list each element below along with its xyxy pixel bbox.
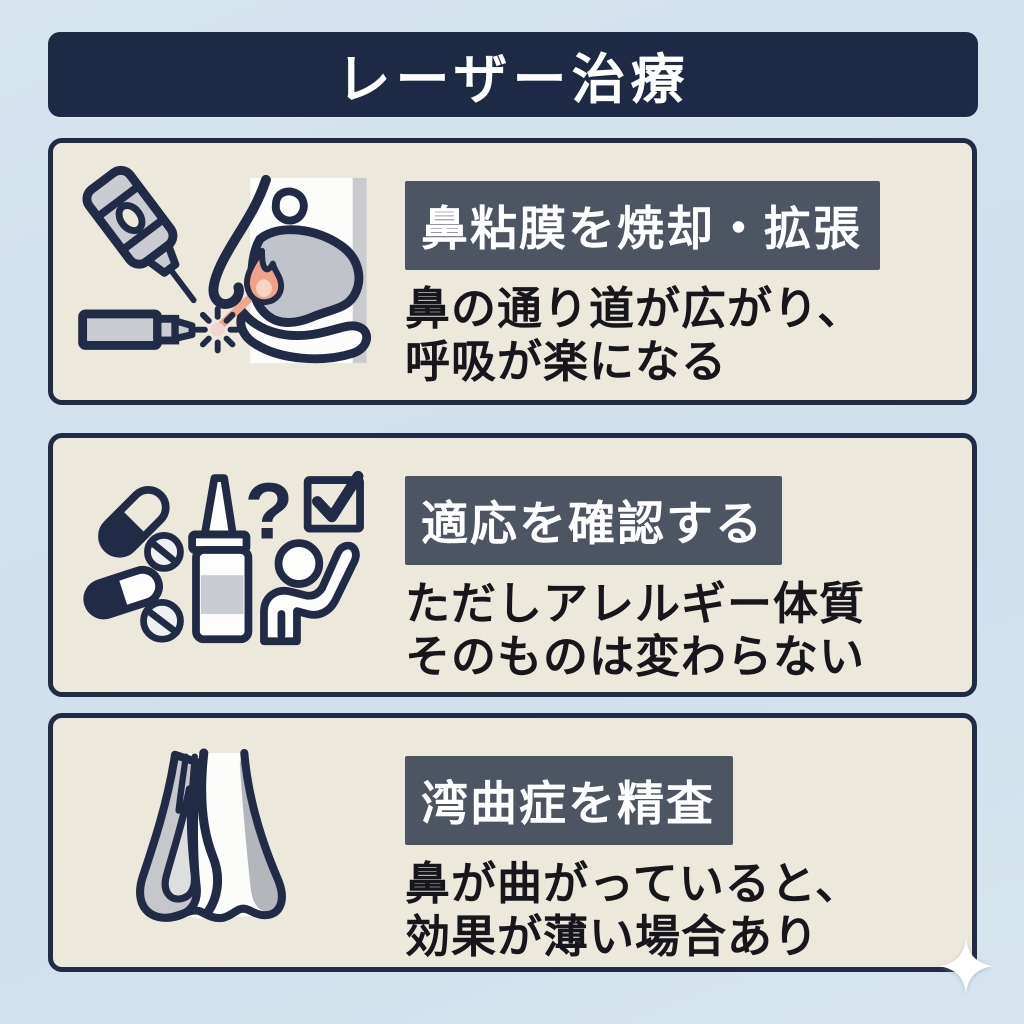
card-deviated-septum: 湾曲症を精査 鼻が曲がっていると、 効果が薄い場合あり bbox=[48, 713, 977, 972]
body-line: 呼吸が楽になる bbox=[405, 336, 728, 388]
body-line: そのものは変わらない bbox=[405, 631, 866, 683]
deviated-septum-nose-icon bbox=[53, 718, 405, 967]
laser-nose-illustration bbox=[77, 165, 371, 364]
nasal-spray-icon bbox=[188, 473, 253, 643]
checkbox-check-icon bbox=[303, 470, 364, 532]
capsule-pill-icon bbox=[83, 565, 163, 619]
tablet-pill-icon bbox=[140, 598, 184, 643]
spark-burst-icon bbox=[193, 306, 241, 354]
sparkle-icon bbox=[938, 938, 994, 994]
laser-pen-icon bbox=[81, 165, 197, 304]
medication-illustration: ? bbox=[83, 466, 364, 645]
question-mark-icon: ? bbox=[244, 466, 293, 555]
card-check-suitability: ? 適応を確認する ただしアレルギー体質 そのものは変わらない bbox=[48, 433, 977, 697]
card-laser-cauterization: 鼻粘膜を焼却・拡張 鼻の通り道が広がり、 呼吸が楽になる bbox=[48, 138, 977, 405]
person-raising-hand-icon bbox=[260, 538, 360, 645]
capsule-pill-icon bbox=[98, 485, 170, 558]
page-title: レーザー治療 bbox=[336, 50, 690, 110]
body-line: 鼻の通り道が広がり、 bbox=[405, 283, 864, 334]
card-heading-badge: 適応を確認する bbox=[405, 476, 782, 565]
laser-cauterizing-nose-icon bbox=[53, 143, 405, 400]
card-heading-badge: 鼻粘膜を焼却・拡張 bbox=[405, 181, 880, 270]
medication-question-check-icon: ? bbox=[53, 438, 405, 692]
body-line: 効果が薄い場合あり bbox=[405, 911, 820, 963]
body-line: 鼻が曲がっていると、 bbox=[405, 858, 861, 909]
tablet-pill-icon bbox=[144, 531, 184, 572]
card-body-text: ただしアレルギー体質 そのものは変わらない bbox=[405, 577, 962, 683]
laser-handpiece-icon bbox=[77, 309, 205, 350]
card-body-text: 鼻の通り道が広がり、 呼吸が楽になる bbox=[405, 282, 962, 388]
card-heading-badge: 湾曲症を精査 bbox=[405, 756, 733, 845]
nose-front-illustration bbox=[136, 748, 286, 922]
header-bar: レーザー治療 bbox=[48, 32, 978, 117]
card-body-text: 鼻が曲がっていると、 効果が薄い場合あり bbox=[405, 857, 962, 963]
body-line: ただしアレルギー体質 bbox=[405, 578, 866, 629]
